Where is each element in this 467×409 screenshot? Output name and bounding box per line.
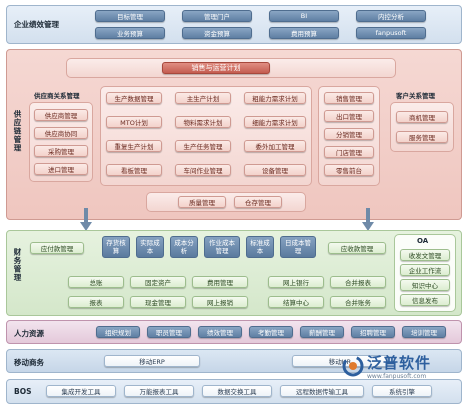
down-arrow-left-icon xyxy=(80,222,92,231)
supply-chain-title: 供应链管理 xyxy=(13,110,22,153)
production-btn-1[interactable]: 主生产计划 xyxy=(175,92,231,104)
bos-btn-3[interactable]: 远程数据传输工具 xyxy=(280,385,364,397)
hr-btn-0[interactable]: 组织规划 xyxy=(96,326,140,338)
hr-btn-4[interactable]: 薪酬管理 xyxy=(300,326,344,338)
enterprise-btn-0[interactable]: 目标管理 xyxy=(95,10,165,22)
quality-button[interactable]: 质量管理 xyxy=(178,196,226,208)
finance-row2-4[interactable]: 合并账务 xyxy=(330,296,386,308)
arrow-stem-right xyxy=(366,208,370,224)
production-btn-5[interactable]: 细能力需求计划 xyxy=(244,116,306,128)
finance-title: 财务管理 xyxy=(13,248,22,282)
receivable-button[interactable]: 应收款管理 xyxy=(328,242,386,254)
customer-title: 客户关系管理 xyxy=(396,92,435,100)
production-btn-8[interactable]: 委外加工管理 xyxy=(244,140,306,152)
oa-btn-1[interactable]: 企业工作流 xyxy=(400,264,450,276)
hr-btn-5[interactable]: 招聘管理 xyxy=(351,326,395,338)
bos-btn-1[interactable]: 万能报表工具 xyxy=(124,385,194,397)
production-btn-7[interactable]: 生产任务管理 xyxy=(175,140,231,152)
oa-btn-3[interactable]: 信息发布 xyxy=(400,294,450,306)
enterprise-btn-7[interactable]: fanpusoft xyxy=(356,27,426,39)
finance-row1-2[interactable]: 费用管理 xyxy=(192,276,248,288)
mobile-title: 移动商务 xyxy=(14,358,44,367)
finance-grid-0[interactable]: 存货核算 xyxy=(102,236,130,258)
down-arrow-right-icon xyxy=(362,222,374,231)
enterprise-btn-3[interactable]: 内控分析 xyxy=(356,10,426,22)
oa-title: OA xyxy=(417,237,429,245)
finance-row1-0[interactable]: 总账 xyxy=(68,276,124,288)
enterprise-btn-6[interactable]: 费用预算 xyxy=(269,27,339,39)
mobile-erp-button[interactable]: 移动ERP xyxy=(104,355,200,367)
oa-btn-0[interactable]: 收发文管理 xyxy=(400,249,450,261)
enterprise-btn-5[interactable]: 资金预算 xyxy=(182,27,252,39)
finance-grid-3[interactable]: 作业成本管理 xyxy=(204,236,240,258)
customer-btn-0[interactable]: 商机管理 xyxy=(396,111,448,123)
production-btn-10[interactable]: 车间作业管理 xyxy=(175,164,231,176)
sales-btn-2[interactable]: 分销管理 xyxy=(324,128,374,140)
finance-row1-3[interactable]: 网上银行 xyxy=(268,276,324,288)
brand-url: www.fanpusoft.com xyxy=(367,373,427,380)
production-btn-4[interactable]: 物料需求计划 xyxy=(175,116,231,128)
finance-grid-4[interactable]: 标准成本 xyxy=(246,236,274,258)
brand-name: 泛普软件 xyxy=(367,354,432,372)
sales-btn-1[interactable]: 出口管理 xyxy=(324,110,374,122)
enterprise-title: 企业绩效管理 xyxy=(14,20,59,29)
mobile-band xyxy=(6,349,462,373)
supply-bottom-panel xyxy=(146,192,306,212)
supplier-btn-1[interactable]: 供应商协同 xyxy=(34,127,88,139)
finance-row2-2[interactable]: 网上报销 xyxy=(192,296,248,308)
mobile-hr-button[interactable]: 移动HR xyxy=(292,355,388,367)
bos-btn-2[interactable]: 数据交换工具 xyxy=(202,385,272,397)
supplier-btn-0[interactable]: 供应商管理 xyxy=(34,109,88,121)
plan-button[interactable]: 销售与运营计划 xyxy=(162,62,270,74)
supplier-title: 供应商关系管理 xyxy=(34,92,80,100)
finance-row1-1[interactable]: 固定资产 xyxy=(130,276,186,288)
hr-btn-6[interactable]: 培训管理 xyxy=(402,326,446,338)
finance-row2-3[interactable]: 结算中心 xyxy=(268,296,324,308)
bos-btn-4[interactable]: 系统引擎 xyxy=(372,385,432,397)
bos-title: BOS xyxy=(14,387,32,396)
customer-panel xyxy=(390,102,454,152)
warehouse-button[interactable]: 仓存管理 xyxy=(234,196,282,208)
production-btn-2[interactable]: 粗能力需求计划 xyxy=(244,92,306,104)
brand-logo: 泛普软件 www.fanpusoft.com xyxy=(342,352,431,380)
supplier-btn-2[interactable]: 采购管理 xyxy=(34,145,88,157)
production-btn-3[interactable]: MTO计划 xyxy=(106,116,162,128)
sales-btn-3[interactable]: 门店管理 xyxy=(324,146,374,158)
brand-swirl-icon xyxy=(342,355,364,377)
customer-btn-1[interactable]: 服务管理 xyxy=(396,131,448,143)
production-btn-9[interactable]: 看板管理 xyxy=(106,164,162,176)
production-btn-0[interactable]: 生产数据管理 xyxy=(106,92,162,104)
enterprise-btn-2[interactable]: BI xyxy=(269,10,339,22)
finance-grid-1[interactable]: 实际成本 xyxy=(136,236,164,258)
finance-row2-1[interactable]: 现金管理 xyxy=(130,296,186,308)
payable-button[interactable]: 应付款管理 xyxy=(30,242,84,254)
oa-btn-2[interactable]: 知识中心 xyxy=(400,279,450,291)
arrow-stem-left xyxy=(84,208,88,224)
sales-btn-0[interactable]: 销售管理 xyxy=(324,92,374,104)
finance-grid-5[interactable]: 日成本管理 xyxy=(280,236,316,258)
hr-btn-1[interactable]: 职员管理 xyxy=(147,326,191,338)
bos-btn-0[interactable]: 集成开发工具 xyxy=(46,385,116,397)
sales-btn-4[interactable]: 零售前台 xyxy=(324,164,374,176)
finance-row2-0[interactable]: 报表 xyxy=(68,296,124,308)
hr-title: 人力资源 xyxy=(14,329,44,338)
production-btn-6[interactable]: 重复生产计划 xyxy=(106,140,162,152)
enterprise-btn-4[interactable]: 业务预算 xyxy=(95,27,165,39)
production-btn-11[interactable]: 设备管理 xyxy=(244,164,306,176)
hr-btn-3[interactable]: 考勤管理 xyxy=(249,326,293,338)
supplier-btn-3[interactable]: 进口管理 xyxy=(34,163,88,175)
enterprise-btn-1[interactable]: 管理门户 xyxy=(182,10,252,22)
hr-btn-2[interactable]: 绩效管理 xyxy=(198,326,242,338)
finance-row1-4[interactable]: 合并报表 xyxy=(330,276,386,288)
finance-grid-2[interactable]: 成本分析 xyxy=(170,236,198,258)
